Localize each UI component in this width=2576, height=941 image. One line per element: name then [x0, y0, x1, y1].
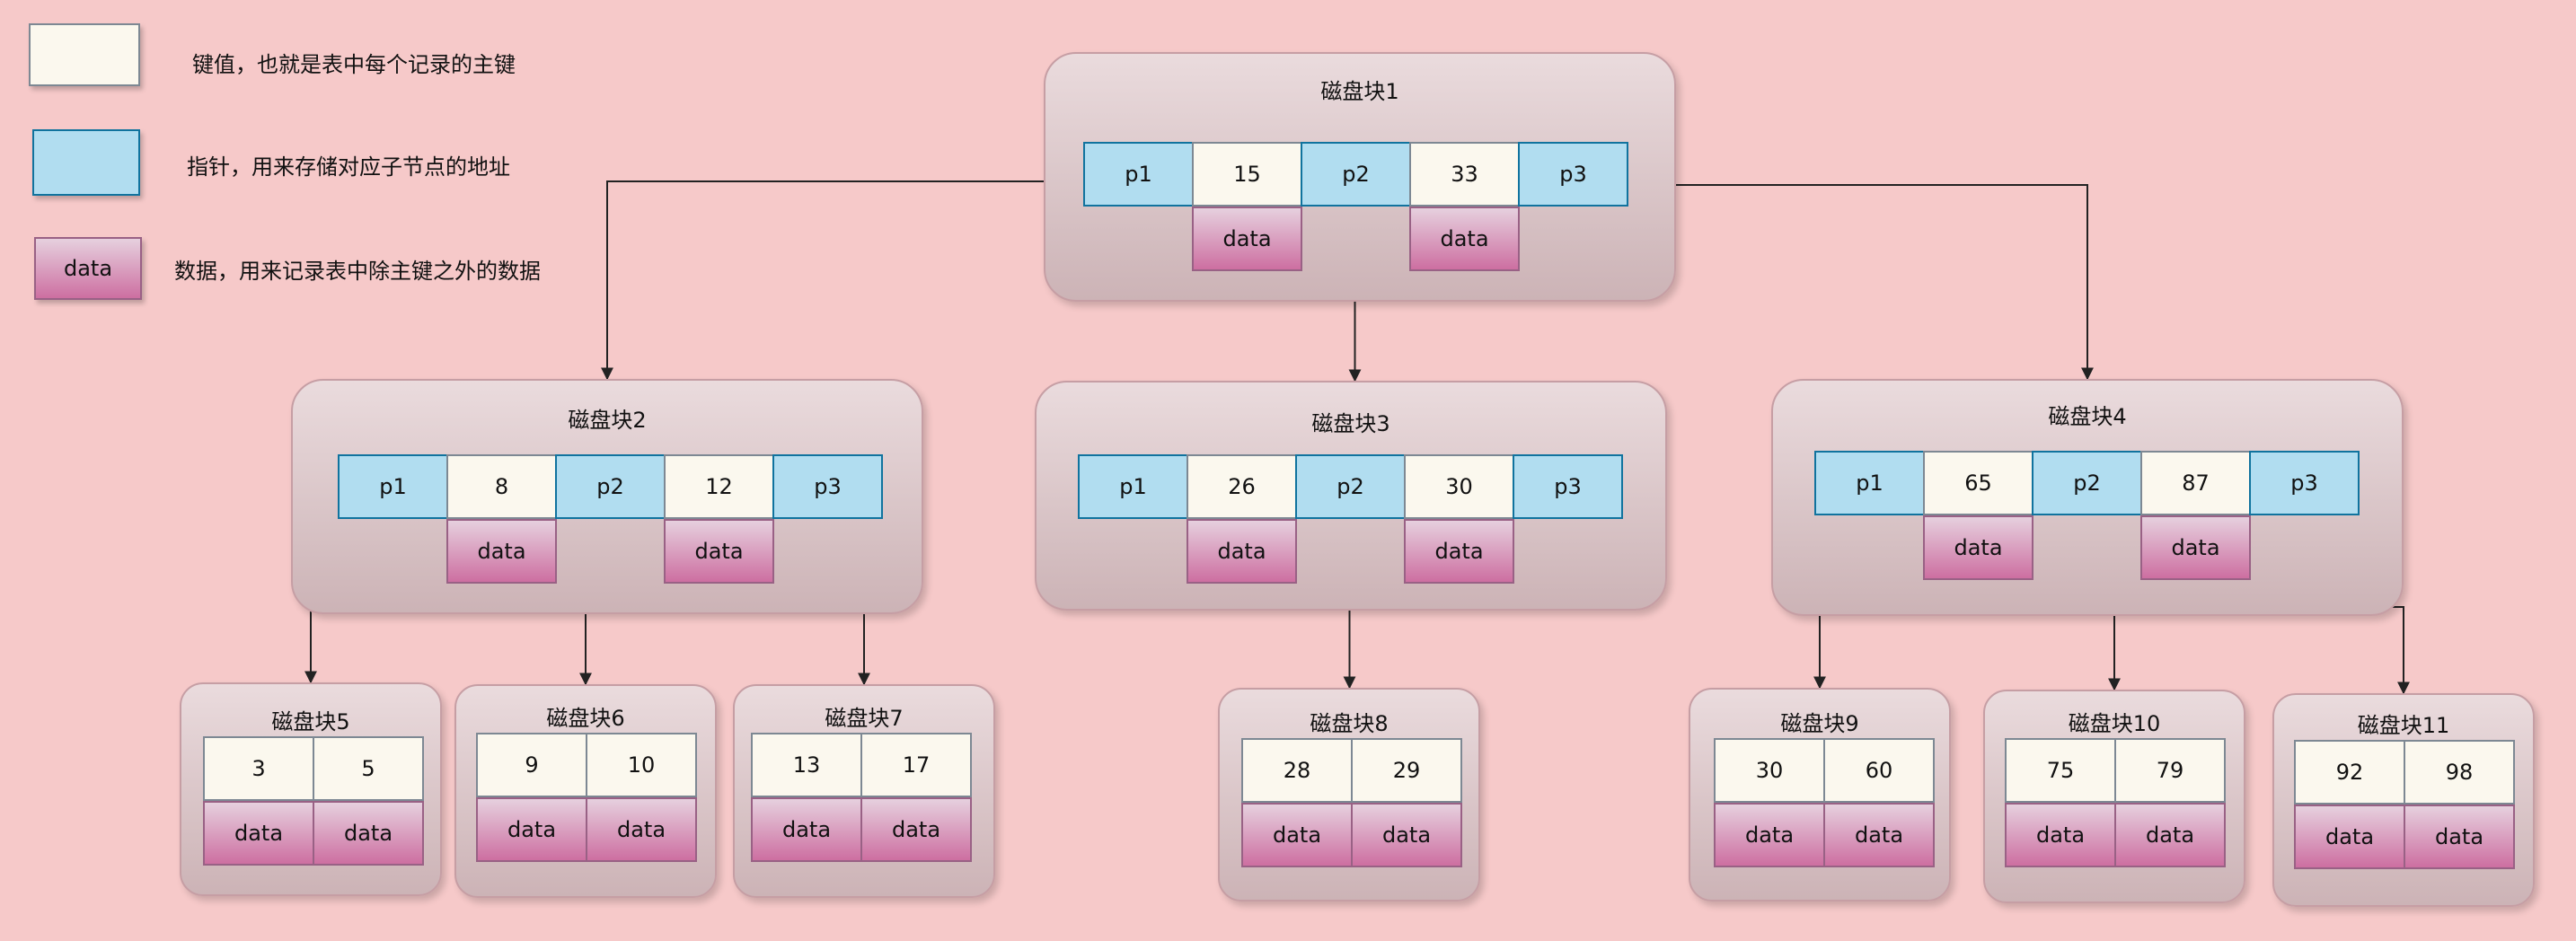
- data-cell: data: [2005, 803, 2116, 867]
- legend-key-swatch: [29, 23, 140, 86]
- data-cell: data: [1192, 207, 1302, 271]
- block-title: 磁盘块9: [1780, 711, 1859, 736]
- pointer-cell: p3: [1513, 454, 1623, 519]
- data-cell: data: [586, 797, 697, 862]
- key-cell: 3: [203, 736, 314, 801]
- data-cell: data: [1823, 803, 1935, 867]
- data-cell: data: [860, 797, 972, 862]
- key-cell: 17: [860, 733, 972, 797]
- block-title: 磁盘块10: [2068, 711, 2161, 736]
- key-cell: 15: [1192, 142, 1302, 207]
- key-cell: 60: [1823, 738, 1935, 803]
- pointer-cell: p2: [1301, 142, 1411, 207]
- block-title: 磁盘块7: [825, 706, 904, 731]
- block-title: 磁盘块4: [2048, 404, 2127, 429]
- key-cell: 13: [751, 733, 862, 797]
- data-cell: data: [203, 801, 314, 866]
- legend-pointer-text: 指针，用来存储对应子节点的地址: [187, 154, 510, 180]
- data-cell: data: [2140, 515, 2251, 580]
- key-cell: 12: [664, 454, 774, 519]
- data-cell: data: [1241, 803, 1353, 867]
- key-cell: 98: [2404, 740, 2515, 805]
- pointer-cell: p1: [338, 454, 448, 519]
- block-title: 磁盘块8: [1310, 711, 1389, 736]
- link-p1-to-block2: [601, 180, 1083, 381]
- legend-data-swatch: data: [34, 237, 142, 300]
- data-cell: data: [2114, 803, 2226, 867]
- key-cell: 29: [1351, 738, 1462, 803]
- data-cell: data: [476, 797, 587, 862]
- block-title: 磁盘块6: [546, 706, 625, 731]
- link-p3-to-block4: [1627, 184, 2094, 381]
- key-cell: 92: [2294, 740, 2405, 805]
- data-cell: data: [1404, 519, 1514, 584]
- key-cell: 87: [2140, 451, 2251, 515]
- legend-pointer-swatch: [32, 129, 140, 196]
- block-title: 磁盘块11: [2357, 713, 2450, 738]
- block-title: 磁盘块3: [1311, 411, 1390, 436]
- key-cell: 26: [1187, 454, 1297, 519]
- pointer-cell: p3: [2249, 451, 2360, 515]
- block-title: 磁盘块1: [1320, 79, 1399, 104]
- data-cell: data: [664, 519, 774, 584]
- key-cell: 28: [1241, 738, 1353, 803]
- data-cell: data: [1187, 519, 1297, 584]
- data-cell: data: [2404, 805, 2515, 869]
- legend-key-text: 键值，也就是表中每个记录的主键: [192, 52, 516, 77]
- key-cell: 9: [476, 733, 587, 797]
- pointer-cell: p2: [2032, 451, 2142, 515]
- pointer-cell: p1: [1814, 451, 1925, 515]
- block-title: 磁盘块5: [271, 709, 350, 734]
- data-cell: data: [1351, 803, 1462, 867]
- key-cell: 5: [313, 736, 424, 801]
- pointer-cell: p2: [1295, 454, 1406, 519]
- legend-data-label: data: [63, 256, 113, 281]
- key-cell: 30: [1714, 738, 1825, 803]
- block-title: 磁盘块2: [568, 408, 647, 433]
- pointer-cell: p1: [1083, 142, 1194, 207]
- legend-data-text: 数据，用来记录表中除主键之外的数据: [174, 259, 541, 284]
- data-cell: data: [446, 519, 557, 584]
- pointer-cell: p1: [1078, 454, 1188, 519]
- key-cell: 30: [1404, 454, 1514, 519]
- key-cell: 10: [586, 733, 697, 797]
- data-cell: data: [1923, 515, 2033, 580]
- key-cell: 33: [1409, 142, 1520, 207]
- key-cell: 8: [446, 454, 557, 519]
- key-cell: 79: [2114, 738, 2226, 803]
- key-cell: 75: [2005, 738, 2116, 803]
- key-cell: 65: [1923, 451, 2033, 515]
- pointer-cell: p3: [772, 454, 883, 519]
- data-cell: data: [2294, 805, 2405, 869]
- pointer-cell: p2: [555, 454, 666, 519]
- data-cell: data: [313, 801, 424, 866]
- data-cell: data: [1409, 207, 1520, 271]
- data-cell: data: [1714, 803, 1825, 867]
- pointer-cell: p3: [1518, 142, 1628, 207]
- data-cell: data: [751, 797, 862, 862]
